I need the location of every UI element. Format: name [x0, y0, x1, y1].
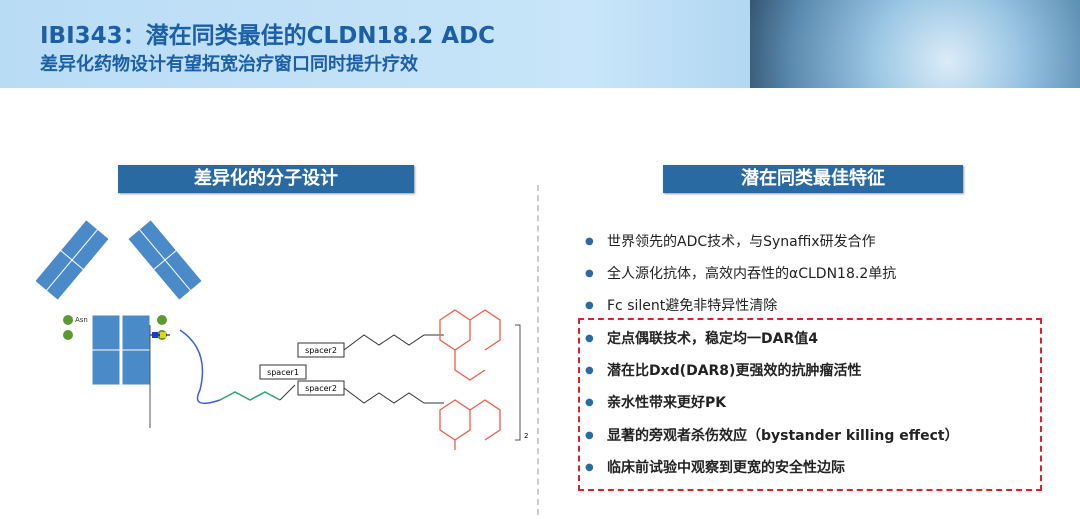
section-divider	[537, 185, 539, 515]
antibody-icon	[34, 219, 203, 386]
feature-bullet-highlighted: ●临床前试验中观察到更宽的安全性边际	[585, 457, 845, 477]
right-section-heading: 潜在同类最佳特征	[663, 165, 963, 193]
bullet-text: 全人源化抗体，高效内吞性的αCLDN18.2单抗	[607, 266, 897, 282]
bullet-text: Fc silent避免非特异性清除	[607, 298, 778, 314]
bullet-text: 亲水性带来更好PK	[607, 395, 727, 411]
adc-molecule-diagram: Asn spacer1 spacer2 spacer2 2	[34, 219, 528, 450]
header-banner: IBI343：潜在同类最佳的CLDN18.2 ADC 差异化药物设计有望拓宽治疗…	[0, 0, 1080, 88]
header-photo	[750, 0, 1080, 88]
spacer2-label-top: spacer2	[305, 346, 337, 355]
bullet-text: 世界领先的ADC技术，与Synaffix研发合作	[607, 234, 876, 250]
feature-bullet: ●Fc silent避免非特异性清除	[585, 295, 777, 315]
asn-label: Asn	[75, 316, 88, 324]
spacer1-label: spacer1	[267, 368, 299, 377]
linker-blue	[179, 329, 221, 405]
spacer2-label-bottom: spacer2	[305, 384, 337, 393]
multiplier-label: 2	[524, 432, 528, 440]
feature-bullet: ●全人源化抗体，高效内吞性的αCLDN18.2单抗	[585, 263, 896, 283]
left-section-heading: 差异化的分子设计	[118, 165, 414, 193]
linker-green	[219, 391, 281, 401]
payload-structure	[439, 309, 501, 450]
bullet-text: 临床前试验中观察到更宽的安全性边际	[607, 460, 845, 476]
feature-bullet-highlighted: ●亲水性带来更好PK	[585, 392, 726, 412]
feature-bullet-highlighted: ●潜在比Dxd(DAR8)更强效的抗肿瘤活性	[585, 360, 861, 380]
bullet-text: 定点偶联技术，稳定均一DAR值4	[607, 331, 818, 347]
feature-bullet-highlighted: ●定点偶联技术，稳定均一DAR值4	[585, 328, 818, 348]
feature-bullet-highlighted: ●显著的旁观者杀伤效应（bystander killing effect）	[585, 425, 959, 445]
feature-bullet: ●世界领先的ADC技术，与Synaffix研发合作	[585, 231, 876, 251]
bullet-text: 显著的旁观者杀伤效应（bystander killing effect）	[607, 428, 959, 444]
highlight-box	[578, 318, 1042, 491]
bullet-text: 潜在比Dxd(DAR8)更强效的抗肿瘤活性	[607, 363, 862, 379]
slide-subtitle: 差异化药物设计有望拓宽治疗窗口同时提升疗效	[40, 54, 418, 75]
slide-title: IBI343：潜在同类最佳的CLDN18.2 ADC	[40, 23, 496, 49]
